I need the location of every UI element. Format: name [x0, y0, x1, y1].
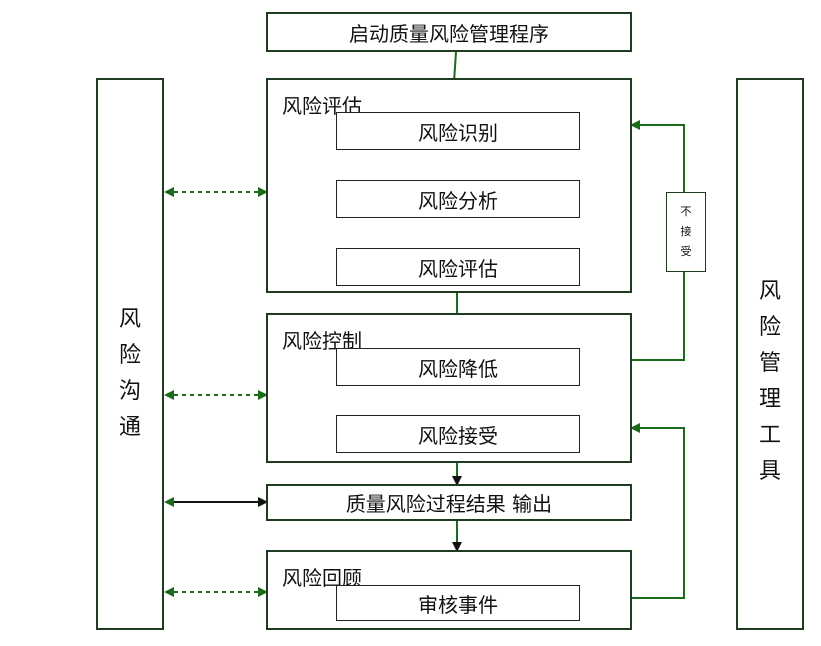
step-risk-reduction-label: 风险降低 — [418, 356, 498, 381]
feedback-loop-review — [580, 423, 685, 599]
tools-char: 险 — [758, 315, 781, 340]
communication-char: 通 — [118, 415, 141, 440]
not-accepted-char: 接 — [680, 225, 692, 238]
risk-tools-column: 风 险 管 理 工 具 — [736, 78, 804, 630]
risk-communication-column: 风 险 沟 通 — [96, 78, 164, 630]
not-accepted-text: 不 接 受 — [681, 202, 692, 262]
start-label: 启动质量风险管理程序 — [349, 21, 549, 46]
communication-char: 沟 — [118, 379, 141, 404]
output-label: 质量风险过程结果 输出 — [345, 492, 553, 516]
start-box: 启动质量风险管理程序 — [266, 12, 632, 52]
step-risk-evaluation-label: 风险评估 — [418, 256, 498, 281]
tools-char: 工 — [758, 423, 781, 448]
step-audit-event-label: 审核事件 — [418, 592, 498, 617]
step-risk-identification: 风险识别 — [336, 112, 580, 150]
risk-tools-text: 风 险 管 理 工 具 — [738, 274, 802, 490]
tools-char: 具 — [758, 459, 781, 484]
risk-communication-text: 风 险 沟 通 — [98, 302, 162, 446]
tools-char: 风 — [758, 279, 781, 304]
tools-char: 理 — [758, 387, 781, 412]
tools-char: 管 — [758, 351, 781, 376]
not-accepted-box: 不 接 受 — [666, 192, 706, 272]
step-risk-acceptance-label: 风险接受 — [418, 423, 498, 448]
not-accepted-char: 受 — [680, 245, 692, 258]
step-risk-analysis-label: 风险分析 — [418, 188, 498, 213]
not-accepted-char: 不 — [680, 205, 692, 218]
step-risk-reduction: 风险降低 — [336, 348, 580, 386]
communication-char: 风 — [118, 307, 141, 332]
step-risk-identification-label: 风险识别 — [418, 120, 498, 145]
output-box: 质量风险过程结果 输出 — [266, 484, 632, 521]
step-risk-evaluation: 风险评估 — [336, 248, 580, 286]
step-risk-analysis: 风险分析 — [336, 180, 580, 218]
step-risk-acceptance: 风险接受 — [336, 415, 580, 453]
communication-char: 险 — [118, 343, 141, 368]
step-audit-event: 审核事件 — [336, 585, 580, 621]
